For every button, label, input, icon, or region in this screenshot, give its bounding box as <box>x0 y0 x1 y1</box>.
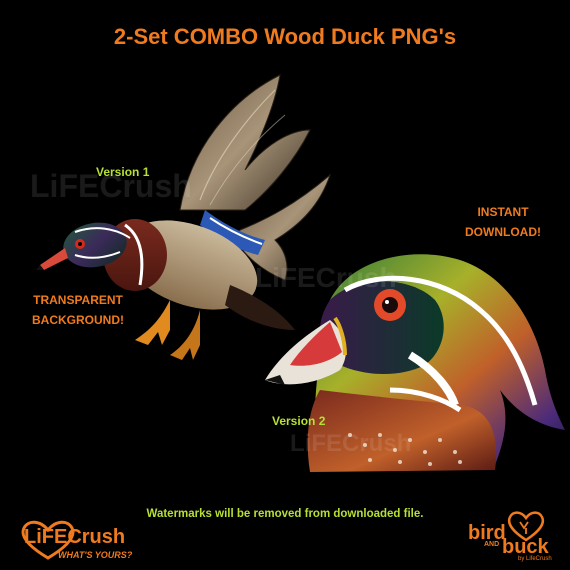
lifecrush-brand-text: LiFECrush <box>24 526 126 548</box>
version-2-label: Version 2 <box>272 414 326 428</box>
instant-download-label: INSTANT DOWNLOAD! <box>465 205 541 239</box>
version-1-label: Version 1 <box>96 165 150 179</box>
heart-icon <box>21 520 75 560</box>
watermark-logo-center: LiFECrush <box>255 262 397 294</box>
watermark-brand: LiFECrush <box>290 430 412 457</box>
lifecrush-tagline: WHAT'S YOURS? <box>58 550 133 560</box>
watermark-brand: LiFECrush <box>255 262 397 293</box>
buck-text: buck <box>502 536 549 558</box>
watermark-logo-left: LiFECrush <box>30 168 192 205</box>
watermark-removal-note: Watermarks will be removed from download… <box>146 508 424 520</box>
and-text: AND <box>484 541 500 548</box>
wood-duck-head-image <box>265 254 565 472</box>
watermark-brand: LiFECrush <box>30 168 192 204</box>
flying-wood-duck-image <box>36 74 332 360</box>
credit-text: by LifeCrush <box>518 556 552 562</box>
heart-antler-icon <box>508 511 544 542</box>
watermark-logo-bottom: LiFECrush <box>290 430 411 458</box>
bird-text: bird <box>468 522 506 544</box>
lifecrush-logo: LiFECrush WHAT'S YOURS? <box>18 518 148 562</box>
bird-and-buck-logo: bird AND buck by LifeCrush <box>468 508 560 564</box>
page-title: 2-Set COMBO Wood Duck PNG's <box>113 24 457 49</box>
transparent-background-label: TRANSPARENT BACKGROUND! <box>32 293 124 327</box>
